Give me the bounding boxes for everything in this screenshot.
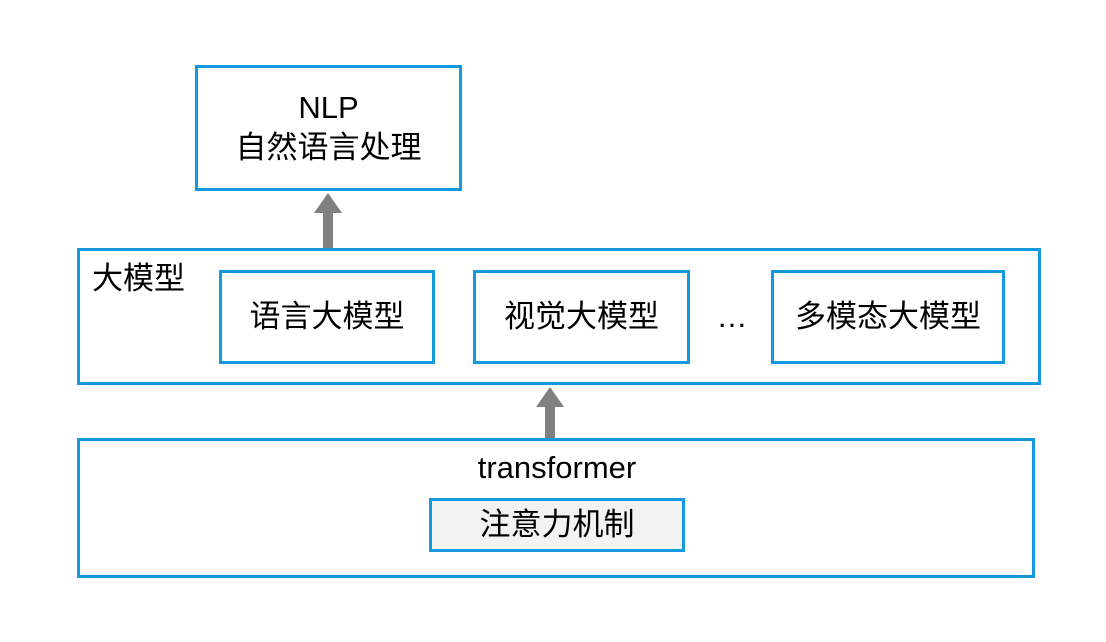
language-model-label: 语言大模型 (249, 299, 405, 335)
transformer-layer-label: transformer (477, 450, 637, 486)
multimodal-model-box[interactable] (771, 270, 1005, 364)
vision-model-box[interactable] (473, 270, 690, 364)
llm-layer-label: 大模型 (92, 261, 185, 297)
ellipsis-label: … (716, 299, 750, 335)
language-model-box[interactable] (219, 270, 435, 364)
nlp-box-label: NLP 自然语言处理 (235, 90, 422, 165)
nlp-box[interactable] (195, 65, 462, 191)
attention-mechanism-label: 注意力机制 (479, 507, 635, 543)
arrow-transformer-to-llm-icon (528, 385, 572, 443)
arrow-llm-to-nlp-icon (306, 191, 350, 253)
vision-model-label: 视觉大模型 (504, 299, 659, 335)
multimodal-model-label: 多模态大模型 (795, 299, 981, 335)
attention-mechanism-box[interactable] (429, 498, 685, 552)
